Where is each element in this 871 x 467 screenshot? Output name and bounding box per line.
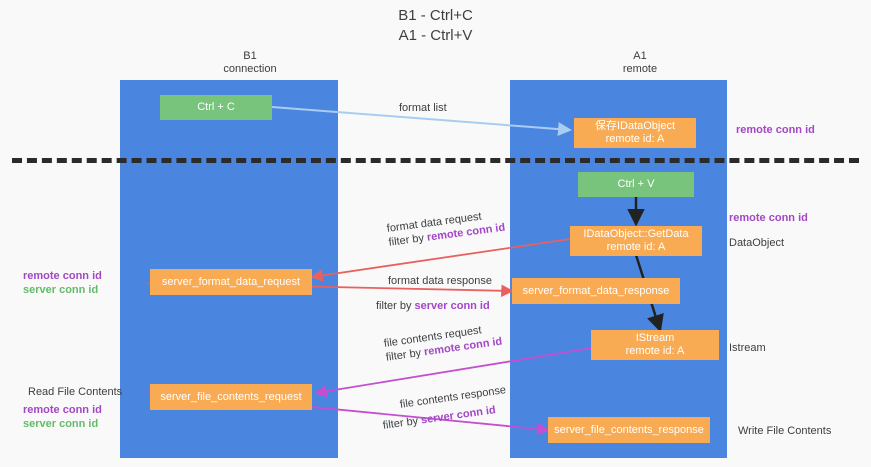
annotation-remote-conn-id-top-text: remote conn id xyxy=(736,124,815,136)
title-line-2: A1 - Ctrl+V xyxy=(398,27,473,44)
edge-label-file-req-prefix: filter by xyxy=(385,346,425,364)
edge-label-file-contents-request: file contents request filter by remote c… xyxy=(383,321,503,365)
edge-label-file-resp-prefix: filter by xyxy=(382,414,422,432)
annotation-remote-conn-id-mid: remote conn id xyxy=(729,211,808,225)
lane-header-a1-sub: remote xyxy=(622,63,658,75)
node-save-idataobject-line1: 保存IDataObject xyxy=(594,120,676,132)
node-idataobject-getdata[interactable]: IDataObject::GetData remote id: A xyxy=(570,226,702,256)
annotation-left-remote-conn-id-2: remote conn id xyxy=(23,404,102,416)
node-save-idataobject-line2: remote id: A xyxy=(605,133,665,145)
node-ctrl-v[interactable]: Ctrl + V xyxy=(578,172,694,197)
node-ctrl-c-label: Ctrl + C xyxy=(197,101,235,113)
edge-label-fmt-resp-key: server conn id xyxy=(414,300,490,312)
node-istream[interactable]: IStream remote id: A xyxy=(591,330,719,360)
node-ctrl-c[interactable]: Ctrl + C xyxy=(160,95,272,120)
phase-divider xyxy=(12,158,859,163)
annotation-write-file-contents: Write File Contents xyxy=(738,424,831,438)
edge-label-format-list-text: format list xyxy=(399,102,447,114)
node-istream-line1: IStream xyxy=(635,332,675,344)
lane-header-a1: A1 remote xyxy=(540,50,740,76)
annotation-left-remote-conn-id-1: remote conn id xyxy=(23,270,102,282)
annotation-remote-conn-id-top: remote conn id xyxy=(736,123,815,137)
edge-label-file-contents-response-filter: filter by server conn id xyxy=(382,403,497,433)
annotation-dataobject: DataObject xyxy=(729,236,784,250)
edge-label-format-data-request: format data request filter by remote con… xyxy=(386,207,506,250)
node-file-req-label: server_file_contents_request xyxy=(160,390,302,403)
node-istream-line2: remote id: A xyxy=(625,345,685,357)
node-getdata-line1: IDataObject::GetData xyxy=(583,228,689,240)
node-server-file-contents-response[interactable]: server_file_contents_response xyxy=(548,417,710,443)
edge-label-format-data-response: format data response xyxy=(388,274,492,288)
node-server-format-data-request[interactable]: server_format_data_request xyxy=(150,269,312,295)
node-save-idataobject[interactable]: 保存IDataObject remote id: A xyxy=(574,118,696,148)
edge-label-fmt-resp-main: format data response xyxy=(388,275,492,287)
annotation-istream-text: Istream xyxy=(729,342,766,354)
annotation-remote-conn-id-mid-text: remote conn id xyxy=(729,212,808,224)
annotation-left-conn-ids-1: remote conn id server conn id xyxy=(23,269,102,297)
node-file-resp-label: server_file_contents_response xyxy=(554,423,704,436)
node-server-format-data-response[interactable]: server_format_data_response xyxy=(512,278,680,304)
edge-label-format-data-response-filter: filter by server conn id xyxy=(376,299,490,313)
annotation-read-file-contents-text: Read File Contents xyxy=(28,386,123,398)
annotation-left-server-conn-id-1: server conn id xyxy=(23,284,99,296)
node-ctrl-v-label: Ctrl + V xyxy=(617,178,655,190)
lane-header-b1: B1 connection xyxy=(150,50,350,76)
page-title: B1 - Ctrl+C A1 - Ctrl+V xyxy=(0,6,871,46)
node-getdata-line2: remote id: A xyxy=(606,241,666,253)
annotation-istream: Istream xyxy=(729,341,766,355)
annotation-left-server-conn-id-2: server conn id xyxy=(23,418,99,430)
lane-header-a1-name: A1 xyxy=(633,50,647,62)
node-fmt-req-label: server_format_data_request xyxy=(161,275,301,288)
annotation-left-conn-ids-2: remote conn id server conn id xyxy=(23,403,102,431)
title-line-1: B1 - Ctrl+C xyxy=(398,7,473,24)
edge-label-fmt-resp-prefix: filter by xyxy=(376,300,415,312)
node-server-file-contents-request[interactable]: server_file_contents_request xyxy=(150,384,312,410)
annotation-read-file-contents: Read File Contents xyxy=(28,385,122,399)
lane-header-b1-sub: connection xyxy=(223,63,277,75)
node-fmt-resp-label: server_format_data_response xyxy=(522,284,670,297)
annotation-write-file-contents-text: Write File Contents xyxy=(738,425,832,437)
edge-label-fmt-req-prefix: filter by xyxy=(387,231,428,249)
annotation-dataobject-text: DataObject xyxy=(729,237,785,249)
lane-header-b1-name: B1 xyxy=(243,50,257,62)
edge-label-format-list: format list xyxy=(399,101,447,115)
